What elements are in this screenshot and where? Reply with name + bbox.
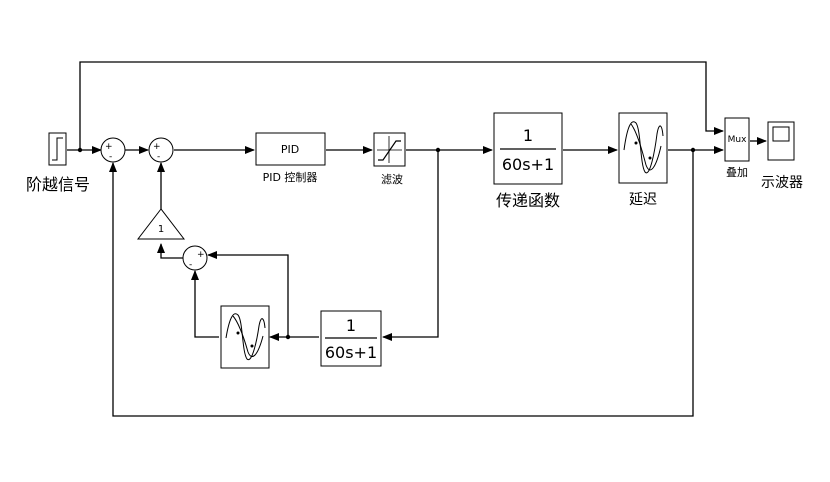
sum2-sign-b: -	[157, 152, 160, 162]
transfer-function-block[interactable]: 1 60s+1 传递函数	[493, 112, 563, 210]
tf-main-numerator: 1	[523, 126, 533, 145]
junction-dot	[77, 147, 83, 153]
pid-label: PID 控制器	[263, 170, 318, 184]
tf-inner-denominator: 60s+1	[325, 343, 377, 362]
junction-dot	[690, 147, 696, 153]
delay-block[interactable]: 延迟	[618, 112, 668, 208]
mux-label: 叠加	[726, 166, 748, 179]
wire-outer-feedback	[109, 150, 694, 417]
wire-top-branch-to-mux	[79, 61, 724, 150]
sum-block-3[interactable]: - +	[182, 245, 208, 271]
step-block[interactable]: 阶越信号	[26, 132, 90, 194]
delay-label: 延迟	[629, 192, 657, 208]
sum-block-2[interactable]: + -	[148, 137, 174, 163]
sum3-sign-b: +	[197, 250, 205, 260]
pid-block[interactable]: PID PID 控制器	[255, 132, 326, 184]
wire-inner-branch-to-sum3	[207, 251, 289, 337]
step-label: 阶越信号	[26, 175, 90, 194]
delay-icon	[225, 313, 266, 361]
mux-text: Mux	[728, 135, 747, 145]
inner-transfer-function-block[interactable]: 1 60s+1	[320, 310, 382, 367]
sum-block-1[interactable]: + -	[100, 137, 126, 163]
signal-wires	[67, 61, 767, 417]
junction-dot	[435, 147, 441, 153]
gain-text: 1	[158, 224, 164, 235]
tf-main-label: 传递函数	[496, 191, 560, 210]
sum1-sign-b: -	[109, 152, 112, 162]
wire-inner-delay-to-sum3	[191, 270, 219, 338]
gain-block[interactable]: 1	[136, 208, 186, 240]
inner-delay-block[interactable]	[220, 305, 270, 369]
scope-block[interactable]: 示波器	[761, 121, 803, 191]
junction-dot	[285, 334, 291, 340]
scope-label: 示波器	[761, 175, 803, 191]
sum1-sign-a: +	[105, 142, 113, 152]
scope-screen-icon	[772, 126, 790, 142]
sum3-sign-a: -	[189, 260, 192, 270]
delay-icon	[623, 121, 664, 174]
tf-inner-numerator: 1	[346, 316, 356, 335]
filter-block[interactable]: 滤波	[373, 132, 406, 186]
tf-main-denominator: 60s+1	[502, 155, 554, 174]
mux-block[interactable]: Mux 叠加	[724, 117, 750, 179]
wire-branch-to-inner-tf	[382, 150, 439, 341]
branch-points	[77, 147, 696, 340]
sum2-sign-a: +	[153, 142, 161, 152]
pid-text: PID	[281, 143, 299, 156]
filter-label: 滤波	[381, 173, 403, 186]
wire-sum3-to-gain	[157, 243, 184, 259]
